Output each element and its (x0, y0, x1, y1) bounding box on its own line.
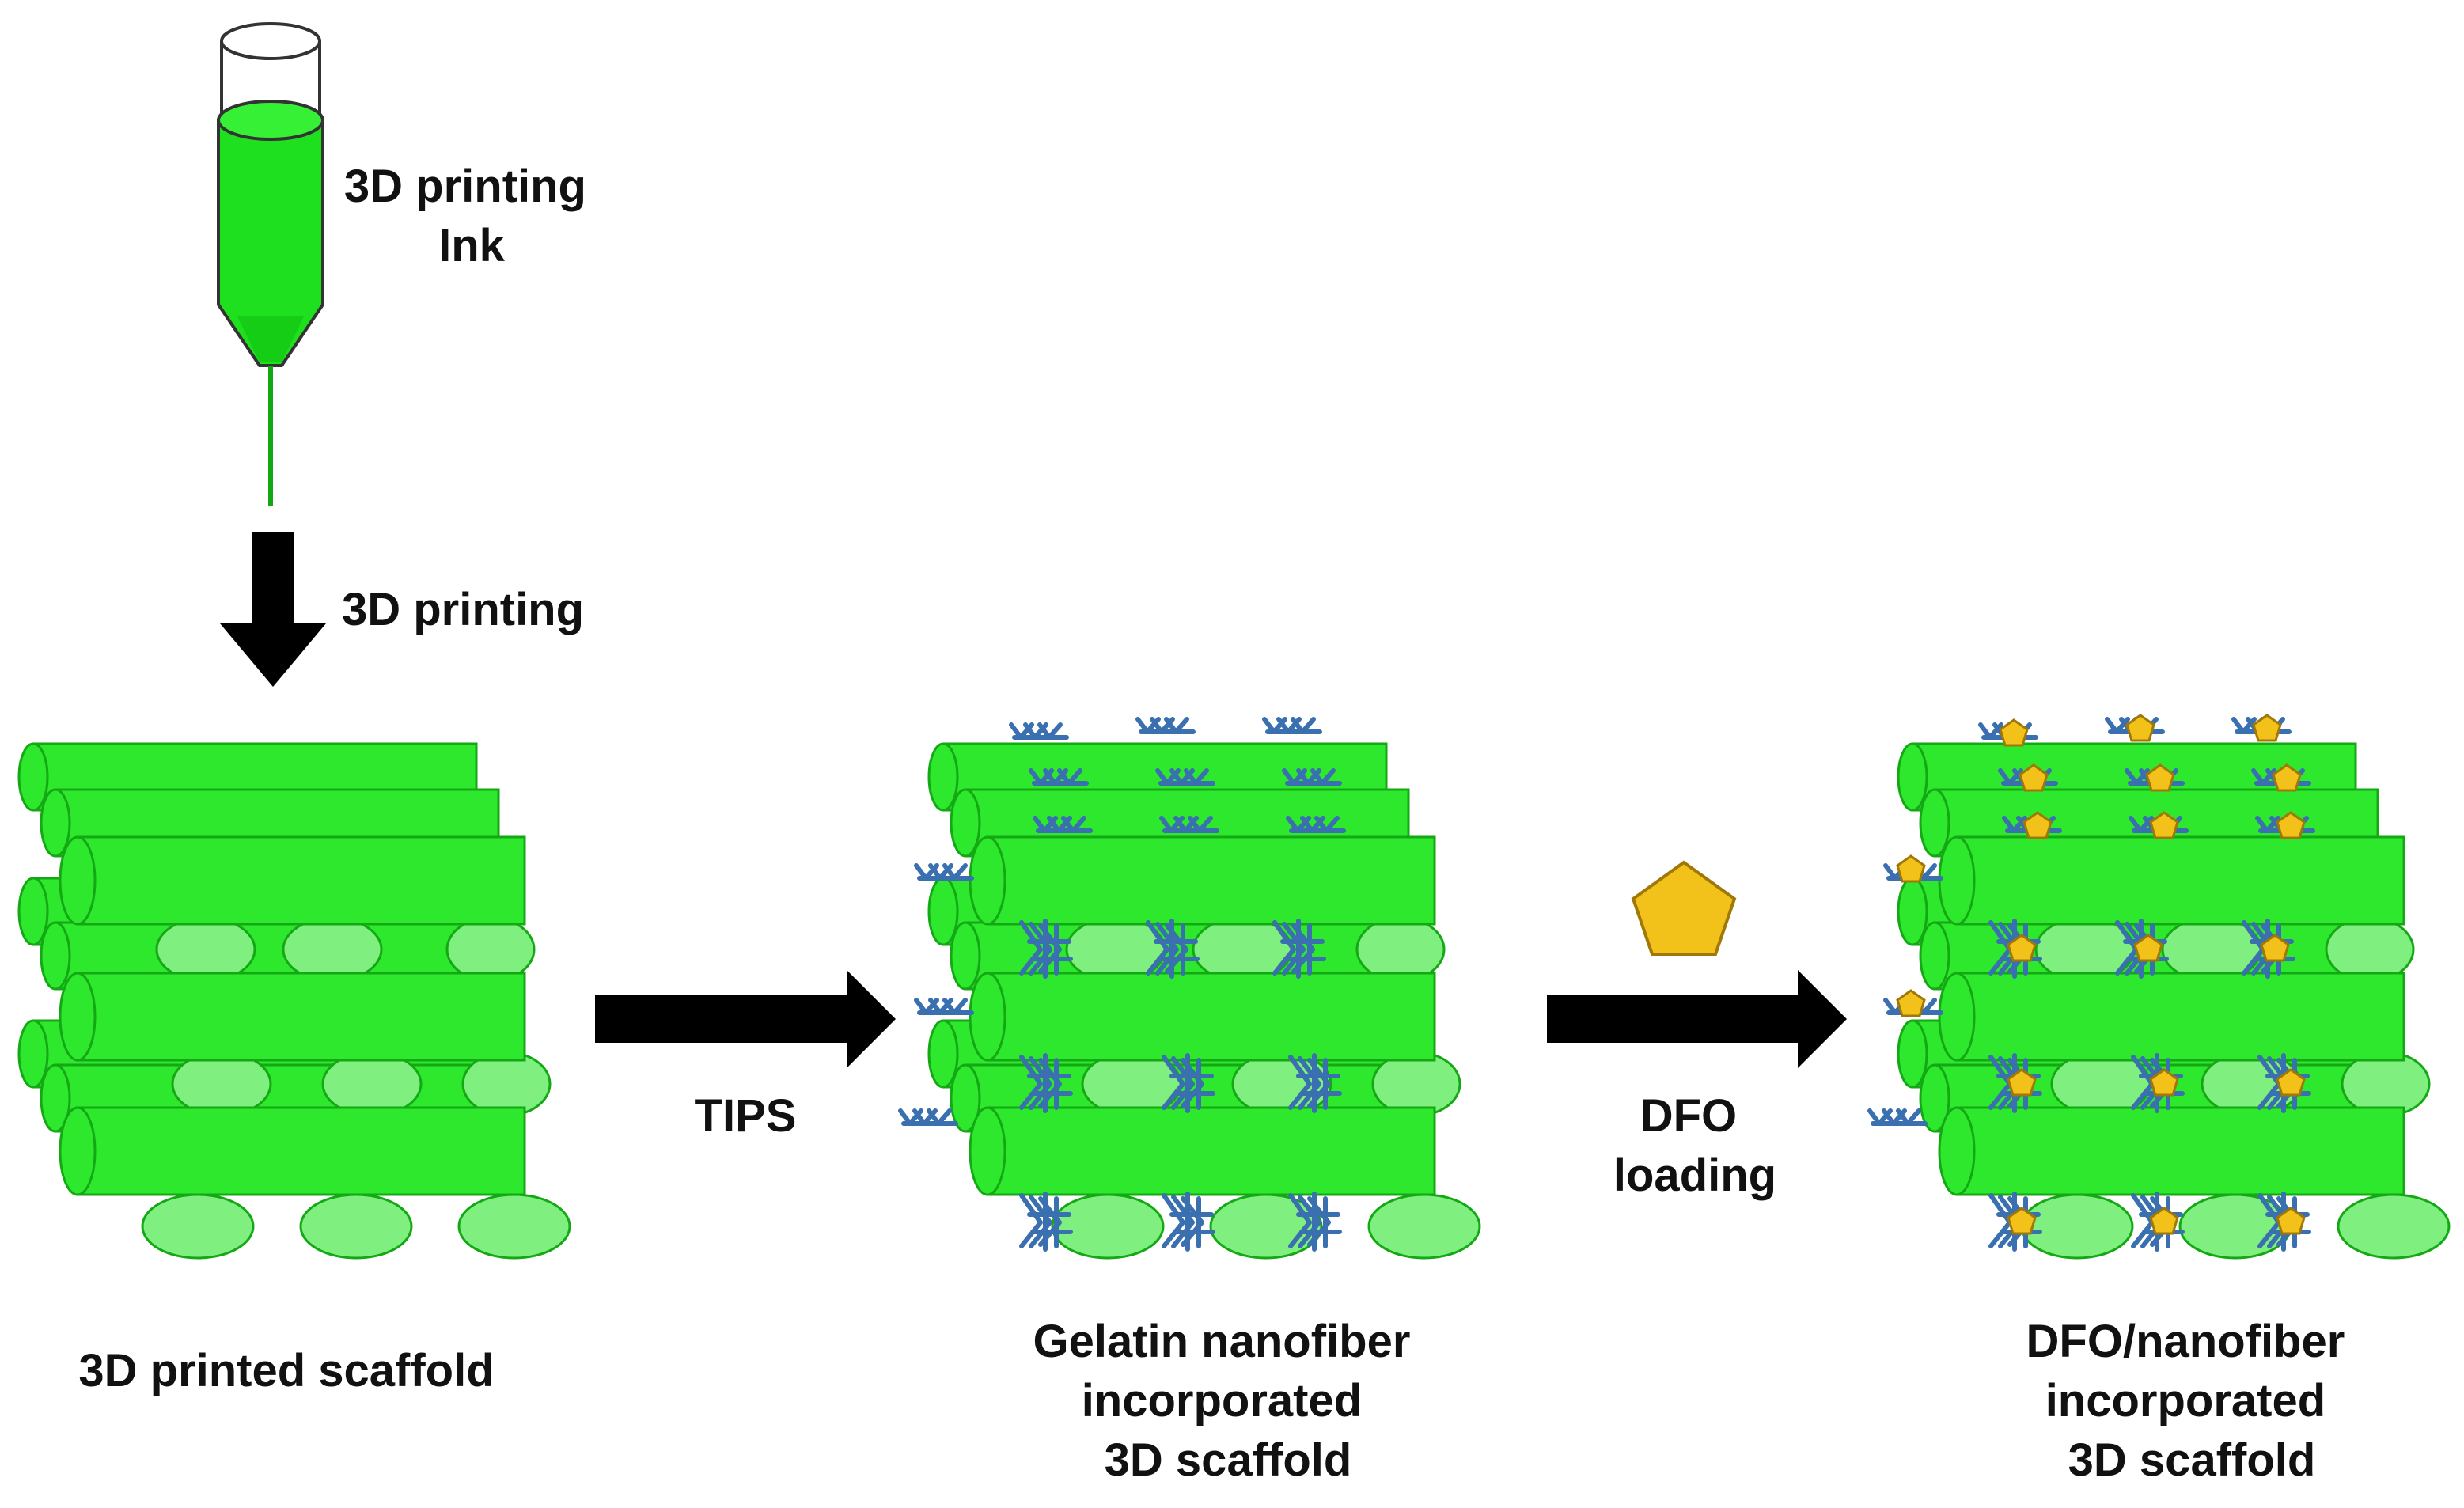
dfo-step-label: DFO loading (1613, 1090, 1776, 1201)
scaffold2-label: Gelatin nanofiber incorporated 3D scaffo… (1033, 1316, 1423, 1486)
printed-scaffold (17, 742, 571, 1260)
dfo-arrow (1547, 970, 1847, 1068)
dfo-nanofiber-scaffold (1870, 714, 2451, 1260)
scaffold1-label: 3D printed scaffold (78, 1345, 494, 1396)
nanofiber-scaffold (900, 719, 1481, 1260)
syringe-icon (217, 22, 324, 506)
print-arrow (220, 532, 326, 687)
scaffold3-label: DFO/nanofiber incorporated 3D scaffold (2026, 1316, 2358, 1486)
tips-step-label: TIPS (695, 1090, 797, 1142)
ink-label: 3D printing Ink (344, 161, 599, 271)
pentagon-icon (1631, 860, 1737, 956)
print-step-label: 3D printing (342, 584, 584, 635)
tips-arrow (595, 970, 896, 1068)
